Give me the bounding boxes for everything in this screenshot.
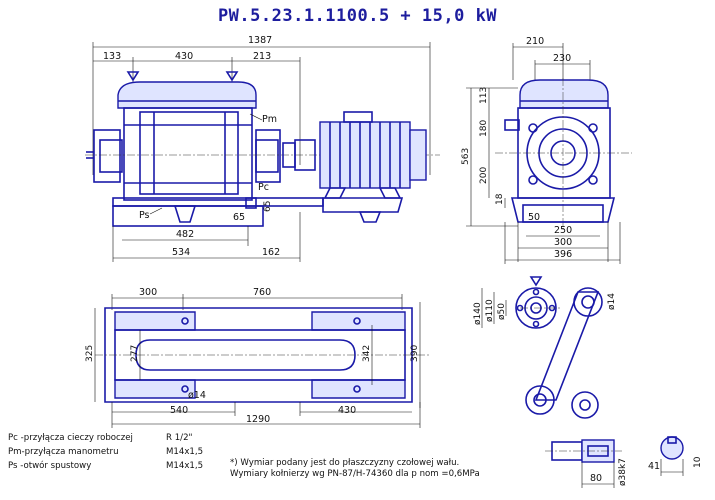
dim-plan-540: 540 [170,405,188,416]
dim-flange-110: ø110 [485,299,495,322]
legend: Pc -przyłącza cieczy roboczej R 1/2" Pm-… [8,433,218,475]
dim-plan-277: 277 [130,345,140,362]
front-view: 1387 133 430 213 [85,35,440,262]
label-pc: Pc [258,182,269,193]
dim-plan-342: 342 [362,345,372,362]
dim-plan-1290: 1290 [246,414,270,425]
dim-shaft-80: 80 [590,473,602,484]
dim-shaft-10: 10 [693,456,703,468]
dim-shaft-38: ø38k7 [618,458,628,486]
dim-small-65: 65 [233,212,245,223]
legend-label: Pc -przyłącza cieczy roboczej [8,433,133,443]
legend-row: Ps -otwór spustowy M14x1,5 [8,461,218,475]
dim-plan-760: 760 [253,287,271,298]
dim-h-200: 200 [479,167,489,184]
dim-top-210: 210 [526,36,544,47]
note-line-1: *) Wymiar podany jest do płaszczyzny czo… [230,458,460,468]
dim-w-50: 50 [528,212,540,223]
legend-label: Ps -otwór spustowy [8,461,92,471]
dim-right-offset: 213 [253,51,271,62]
legend-row: Pm-przyłącza manometru M14x1,5 [8,447,218,461]
legend-value: M14x1,5 [166,461,204,471]
dim-overall: 1387 [248,35,272,46]
note-line-2: Wymiary kołnierzy wg PN-87/H-74360 dla p… [230,469,480,479]
dim-right-base: 162 [262,247,280,258]
dim-h-18: 18 [495,193,505,205]
label-pm: Pm [262,114,277,125]
dim-left-offset: 133 [103,51,121,62]
flange-detail: ø140 ø110 ø50 ø14 [473,276,617,419]
plan-view: 300 760 325 277 342 390 ø14 540 430 [85,287,430,428]
dim-w-250: 250 [554,225,572,236]
dim-h-563: 563 [461,148,471,165]
dim-plan-430: 430 [338,405,356,416]
drawing-title: PW.5.23.1.1100.5 + 15,0 kW [217,6,498,26]
dim-plan-hole: ø14 [188,390,206,401]
dim-base-inner: 482 [176,229,194,240]
dim-flange-140: ø140 [473,302,483,325]
dim-vert-65: 65 [263,201,273,212]
dim-w-300: 300 [554,237,572,248]
dim-flange-14: ø14 [607,293,617,310]
shaft-detail: 80 ø38k7 41 10 [545,436,703,488]
dim-shaft-41: 41 [648,461,660,472]
dim-base-outer: 534 [172,247,190,258]
dim-plan-390: 390 [410,345,420,362]
motor-fins [329,122,401,188]
legend-row: Pc -przyłącza cieczy roboczej R 1/2" [8,433,218,447]
notes: *) Wymiar podany jest do płaszczyzny czo… [230,458,480,480]
dim-plan-325: 325 [85,345,95,362]
dim-w-396: 396 [554,249,572,260]
dim-top-230: 230 [553,53,571,64]
dim-h-113: 113 [479,87,489,104]
side-view: 210 230 563 113 180 200 [461,36,632,264]
dim-flange-50: ø50 [497,303,507,320]
legend-value: R 1/2" [166,433,193,443]
dim-h-180: 180 [479,120,489,137]
dim-center-span: 430 [175,51,193,62]
dim-plan-300: 300 [139,287,157,298]
legend-label: Pm-przyłącza manometru [8,447,119,457]
legend-value: M14x1,5 [166,447,204,457]
label-ps: Ps [139,210,150,221]
